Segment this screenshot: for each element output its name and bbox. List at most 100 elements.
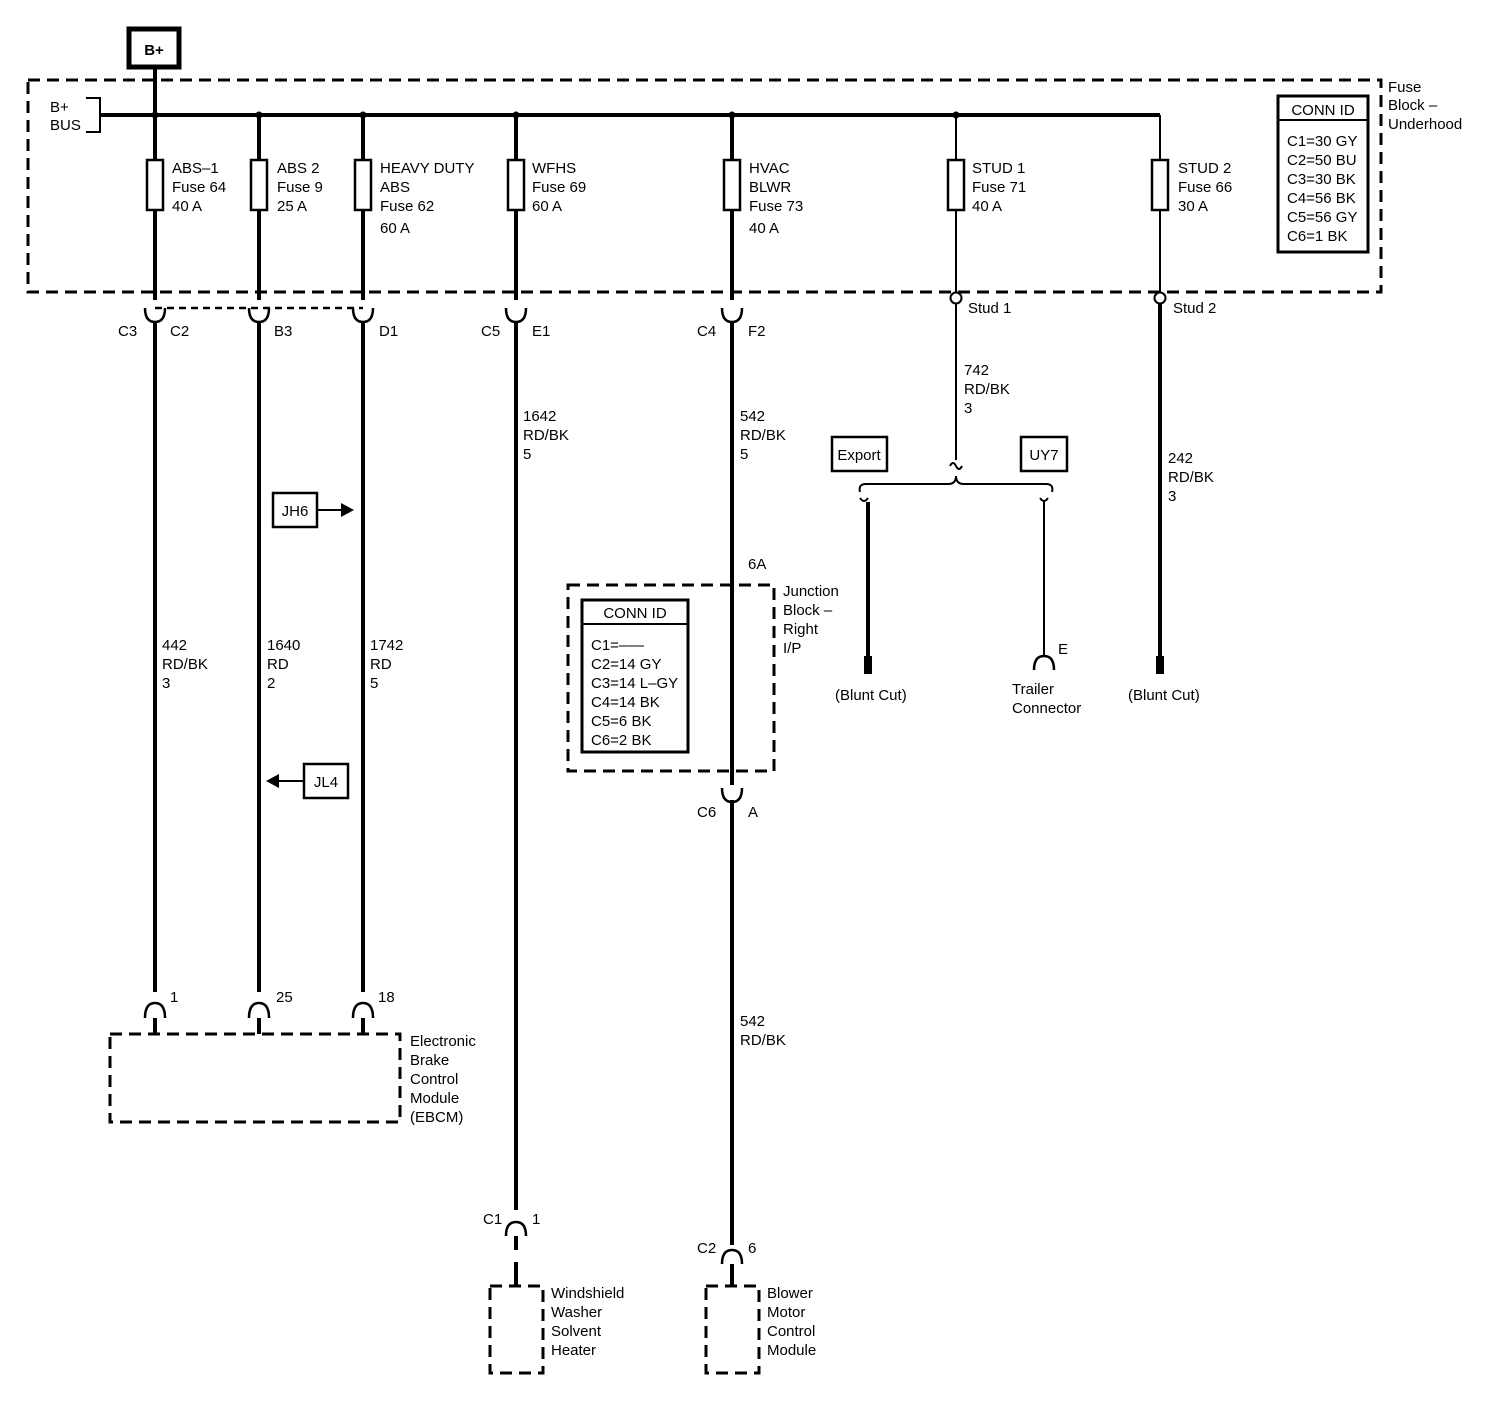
component-label-line: Blower: [767, 1285, 813, 1302]
wire-label-1642: 1642 RD/BK 5: [523, 408, 569, 463]
stud-2-terminal: Stud 2: [1153, 291, 1216, 317]
fuse-block-label: Fuse Block – Underhood: [1388, 79, 1462, 133]
wire-label-line: 742: [964, 362, 989, 379]
connector-label: F2: [748, 323, 766, 340]
connector-c5-e1: C5 E1: [481, 307, 550, 340]
component-label-line: Control: [767, 1323, 815, 1340]
fuse-block-conn-id-row: C6=1 BK: [1287, 228, 1347, 245]
fuse-label: 30 A: [1178, 198, 1208, 215]
wire-label-line: RD: [370, 656, 392, 673]
blower-module-connector: C2 6: [697, 1240, 756, 1286]
fuse-label: ABS 2: [277, 160, 320, 177]
option-uy7[interactable]: UY7: [1019, 435, 1069, 473]
wire-label-line: 3: [1168, 488, 1176, 505]
wire-label-line: RD/BK: [740, 427, 786, 444]
fuse-label: Fuse 9: [277, 179, 323, 196]
pin-label: 1: [170, 989, 178, 1006]
pin-label: 25: [276, 989, 293, 1006]
connector-label: C1: [483, 1211, 502, 1228]
option-splice: [858, 462, 1054, 660]
fuse-label: STUD 1: [972, 160, 1025, 177]
component-label-line: Module: [767, 1342, 816, 1359]
junction-conn-id-row: C3=14 L–GY: [591, 675, 678, 692]
fuse-label: HEAVY DUTY: [380, 160, 474, 177]
option-export[interactable]: Export: [830, 435, 889, 473]
fuse-block-conn-id-row: C4=56 BK: [1287, 190, 1356, 207]
junction-block-name-line: Right: [783, 621, 819, 638]
connector-label: 1: [532, 1211, 540, 1228]
reference-jh6[interactable]: JH6: [271, 491, 354, 529]
fuse-label: 60 A: [380, 220, 410, 237]
wire-label-1640: 1640 RD 2: [267, 637, 300, 692]
component-label-line: Washer: [551, 1304, 602, 1321]
junction-conn-id-row: C5=6 BK: [591, 713, 651, 730]
junction-block-connector-c6-a: C6 A: [697, 787, 758, 821]
trailer-connector: E Trailer Connector: [1012, 641, 1081, 717]
connector-label: A: [748, 804, 758, 821]
junction-conn-id-title: CONN ID: [603, 605, 667, 622]
wire-label-line: RD/BK: [964, 381, 1010, 398]
fuse-label: Fuse 73: [749, 198, 803, 215]
washer-heater-connector: C1 1: [483, 1211, 540, 1286]
connector-b3: B3: [247, 307, 292, 340]
reference-jh6-label: JH6: [282, 503, 309, 520]
fuse-wfhs: WFHS Fuse 69 60 A: [506, 111, 586, 300]
junction-block-outline: [566, 583, 776, 773]
component-label-line: Connector: [1012, 700, 1081, 717]
connector-label: B3: [274, 323, 292, 340]
fuse-block-conn-id-row: C2=50 BU: [1287, 152, 1357, 169]
wire-label-line: 3: [162, 675, 170, 692]
wire-label-242: 242 RD/BK 3: [1168, 450, 1214, 505]
fuse-label: WFHS: [532, 160, 576, 177]
fuse-block-outline: [26, 78, 1383, 294]
bus-label-line1: B+: [50, 99, 69, 116]
wire-label-742: 742 RD/BK 3: [964, 362, 1010, 417]
wire-label-line: RD/BK: [740, 1032, 786, 1049]
wire-label-line: RD/BK: [1168, 469, 1214, 486]
fuse-block-conn-id-row: C3=30 BK: [1287, 171, 1356, 188]
ebcm-label: Electronic Brake Control Module (EBCM): [410, 1033, 476, 1126]
connector-label: E1: [532, 323, 550, 340]
wire-label-line: 1640: [267, 637, 300, 654]
blunt-cut-export: (Blunt Cut): [835, 656, 907, 704]
connector-label: C4: [697, 323, 716, 340]
wire-label-line: 2: [267, 675, 275, 692]
fuse-block-conn-id-table: CONN ID C1=30 GY C2=50 BU C3=30 BK C4=56…: [1276, 94, 1370, 254]
fuse-label: HVAC: [749, 160, 790, 177]
fuse-label: 60 A: [532, 198, 562, 215]
fuse-heavy-duty-abs: HEAVY DUTY ABS Fuse 62 60 A: [353, 111, 474, 300]
fuse-label: Fuse 62: [380, 198, 434, 215]
junction-block-label: Junction Block – Right I/P: [783, 583, 839, 657]
blunt-cut-stud-2: (Blunt Cut): [1128, 656, 1200, 704]
b-plus-bus: B+ BUS: [50, 67, 1160, 134]
junction-conn-id-row: C1=–––: [591, 637, 645, 654]
fuse-block-conn-id-row: C1=30 GY: [1287, 133, 1357, 150]
fuse-block-conn-id-title: CONN ID: [1291, 102, 1355, 119]
fuse-label: ABS: [380, 179, 410, 196]
connector-label: C5: [481, 323, 500, 340]
fuse-abs-1: ABS–1 Fuse 64 40 A: [145, 111, 226, 300]
wire-label-line: 1742: [370, 637, 403, 654]
fuse-label: BLWR: [749, 179, 791, 196]
wire-label-line: RD/BK: [162, 656, 208, 673]
component-label-line: Control: [410, 1071, 458, 1088]
washer-heater-label: Windshield Washer Solvent Heater: [551, 1285, 624, 1359]
fuse-hvac-blwr: HVAC BLWR Fuse 73 40 A: [722, 111, 803, 300]
connector-d1: D1: [351, 307, 398, 340]
component-label-line: Windshield: [551, 1285, 624, 1302]
component-label-line: Trailer: [1012, 681, 1054, 698]
ebcm-pins: 1 25 18: [143, 989, 395, 1034]
wire-label-line: 442: [162, 637, 187, 654]
component-label-line: Solvent: [551, 1323, 602, 1340]
connector-label: E: [1058, 641, 1068, 658]
pin-label: 18: [378, 989, 395, 1006]
blower-module-outline: [704, 1284, 761, 1375]
b-plus-supply: B+: [126, 26, 182, 70]
fuse-label: Fuse 66: [1178, 179, 1232, 196]
ebcm-module-outline: [108, 1032, 402, 1124]
reference-jl4[interactable]: JL4: [266, 762, 350, 800]
b-plus-label: B+: [144, 42, 164, 59]
connector-label: C6: [697, 804, 716, 821]
fuse-block-name-line3: Underhood: [1388, 116, 1462, 133]
junction-block-name-line: Block –: [783, 602, 833, 619]
